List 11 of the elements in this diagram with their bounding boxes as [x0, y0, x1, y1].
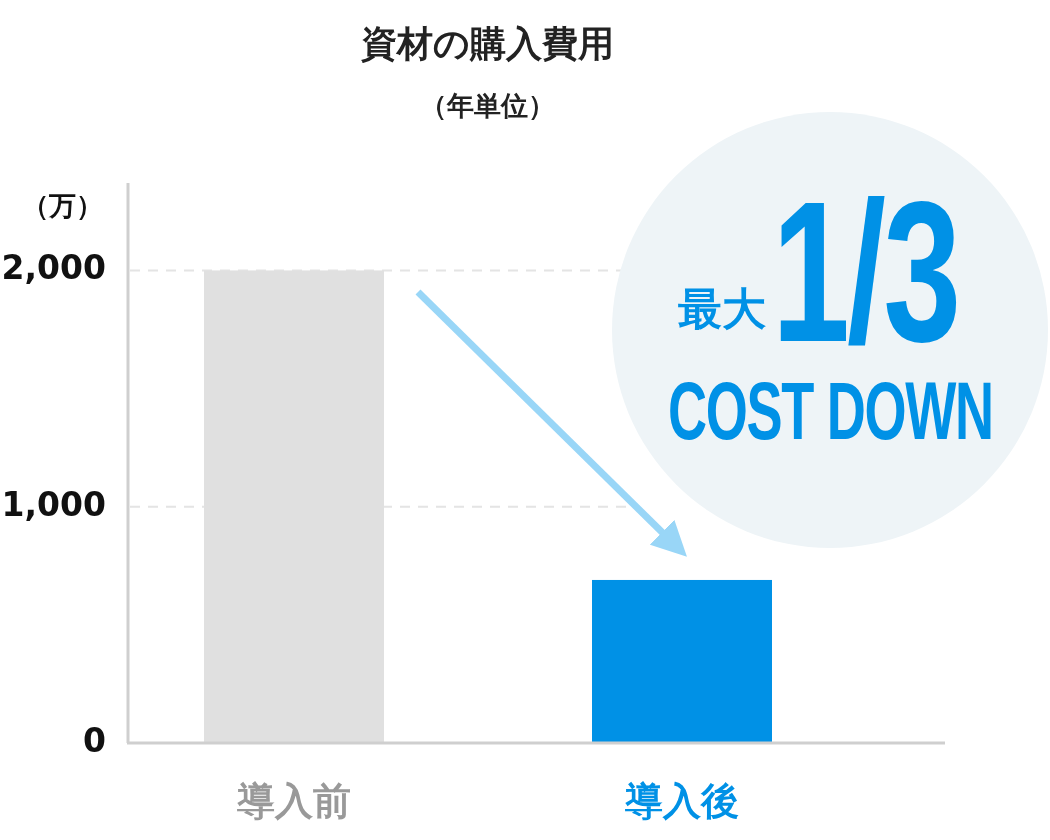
- category-label: 導入前: [236, 778, 352, 825]
- category-label: 導入後: [624, 778, 740, 825]
- callout-prefix: 最大: [678, 282, 766, 336]
- callout-text: COST DOWN: [668, 370, 993, 452]
- tick-label: 1,000: [1, 484, 106, 524]
- tick-label: 0: [83, 721, 106, 760]
- subtitle: （年単位）: [419, 89, 556, 123]
- callout-figure: 1/3: [772, 172, 959, 372]
- axis-unit-label: （万）: [22, 189, 103, 223]
- chart-title: 資材の購入費用: [360, 22, 615, 66]
- tick-label: 2,000: [1, 248, 106, 288]
